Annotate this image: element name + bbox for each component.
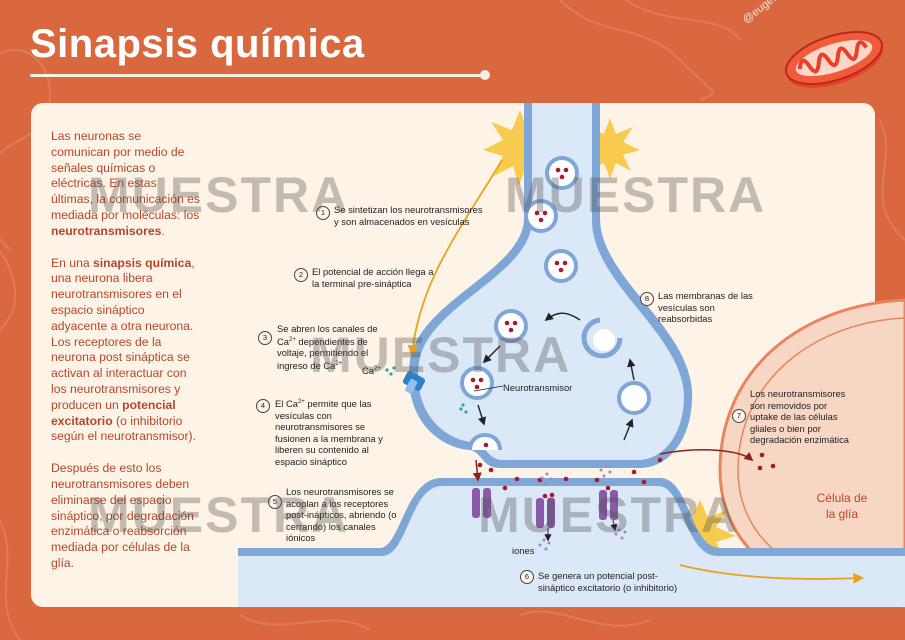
- vesicle-2: [524, 199, 558, 233]
- step-4-number: 4: [256, 399, 270, 413]
- presynaptic-terminal: [408, 103, 693, 468]
- vesicle-5: [460, 366, 494, 400]
- step-6-label: Se genera un potencial post-sináptico ex…: [538, 570, 678, 593]
- step-3-number: 3: [258, 331, 272, 345]
- vesicle-1: [545, 156, 579, 190]
- neurotransmitter-label: Neurotransmisor: [503, 382, 573, 393]
- step-3-label: Se abren los canales de Ca2+ dependiente…: [277, 323, 378, 371]
- glial-cell-label: Célula de la glía: [816, 491, 868, 521]
- intro-paragraph-1: Las neuronas se comunican por medio de s…: [51, 129, 201, 238]
- released-neurotransmitters: [477, 442, 776, 498]
- title-underline: [30, 74, 486, 77]
- step-8-number: 8: [640, 292, 654, 306]
- vesicle-recycled: [617, 381, 651, 415]
- calcium-ions: [385, 366, 468, 414]
- page-title: Sinapsis química: [30, 22, 365, 66]
- vesicle-recycling-open: [581, 317, 623, 359]
- step-7-label: Los neurotransmisores son removidos por …: [750, 388, 850, 445]
- step-5-number: 5: [268, 495, 282, 509]
- receptor-2: [536, 493, 555, 528]
- title-underline-dot: [480, 70, 490, 80]
- receptor-3: [599, 485, 618, 520]
- calcium-channel: [402, 371, 426, 394]
- step-1-number: 1: [316, 206, 330, 220]
- ions-particles: [538, 464, 627, 551]
- step-1-label: Se sintetizan los neurotransmisores y so…: [334, 204, 483, 227]
- step-6-number: 6: [520, 570, 534, 584]
- mitochondria-logo: [784, 30, 884, 88]
- vesicle-3: [544, 249, 578, 283]
- receptor-1: [472, 488, 491, 518]
- step-8-label: Las membranas de las vesículas son reabs…: [658, 290, 753, 324]
- vesicle-4: [494, 309, 528, 343]
- step-7-number: 7: [732, 409, 746, 423]
- intro-paragraph-2: En una sinapsis química, una neurona lib…: [51, 255, 196, 444]
- intro-text: Las neuronas se comunican por medio de s…: [51, 129, 201, 588]
- intro-paragraph-3: Después de esto los neurotransmisores de…: [51, 461, 194, 570]
- step-4-label: El Ca2+ permite que las vesículas con ne…: [275, 398, 383, 467]
- ions-label: iones: [512, 545, 535, 556]
- step-2-number: 2: [294, 268, 308, 282]
- step-5-label: Los neurotransmisores se acoplan a los r…: [286, 486, 397, 543]
- vesicle-fusing: [468, 433, 502, 451]
- step-2-label: El potencial de acción llega a la termin…: [312, 266, 434, 289]
- calcium-label: Ca2+: [362, 365, 381, 377]
